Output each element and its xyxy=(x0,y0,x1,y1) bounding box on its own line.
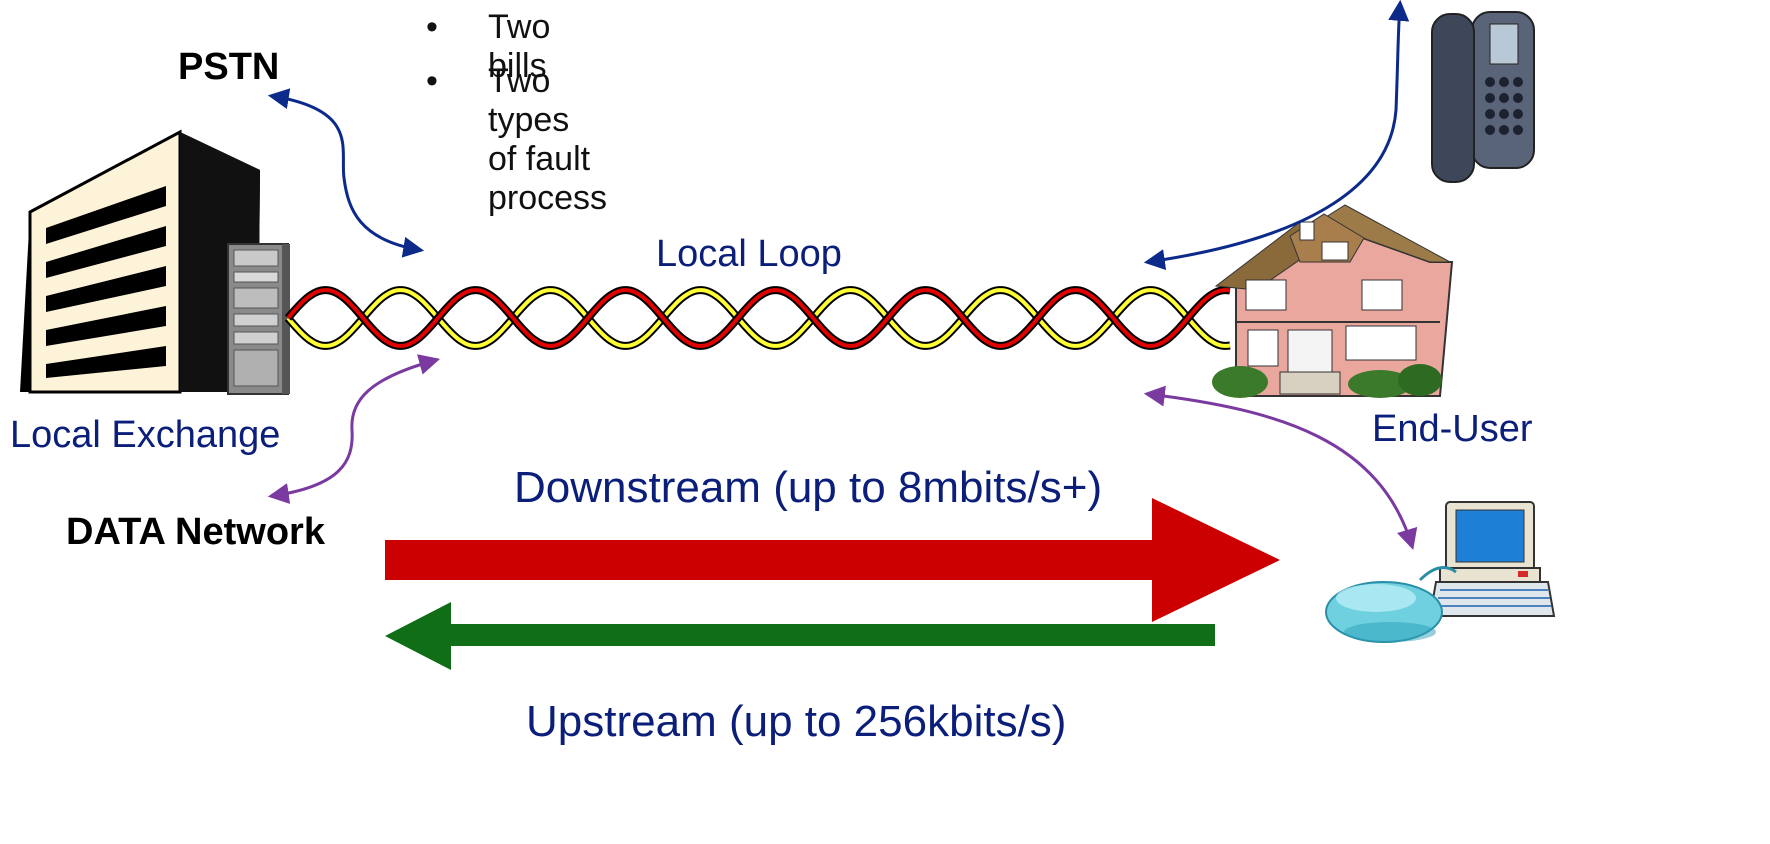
server-cabinet-icon xyxy=(227,243,290,395)
wire-red xyxy=(286,288,1231,348)
modem-icon xyxy=(1325,566,1457,643)
local-loop-label: Local Loop xyxy=(656,233,842,275)
telephone-link-arrow xyxy=(1143,0,1410,270)
computer-link-arrow xyxy=(1143,385,1418,551)
downstream-label: Downstream (up to 8mbits/s+) xyxy=(514,463,1103,512)
pstn-label: PSTN xyxy=(178,46,280,88)
downstream-arrow xyxy=(385,498,1280,622)
upstream-arrow xyxy=(385,602,1215,670)
local-exchange-label: Local Exchange xyxy=(10,414,281,456)
data-network-link-arrow xyxy=(267,354,441,504)
wire-yellow xyxy=(286,288,1231,348)
bullet-text: Two types of fault process xyxy=(488,62,608,217)
telephone-icon xyxy=(1431,11,1535,183)
bullet-text: Two bills xyxy=(488,8,551,85)
bullet-symbol: • xyxy=(426,8,438,46)
bullet-symbol: • xyxy=(426,62,438,100)
pstn-link-arrow xyxy=(267,88,425,258)
computer-icon xyxy=(1428,501,1556,617)
house-icon xyxy=(1212,204,1454,398)
twisted-pair-local-loop xyxy=(284,286,1231,350)
exchange-building-icon xyxy=(20,129,260,394)
data-network-label: DATA Network xyxy=(66,511,325,553)
end-user-label: End-User xyxy=(1372,408,1533,450)
upstream-label: Upstream (up to 256kbits/s) xyxy=(526,697,1067,746)
